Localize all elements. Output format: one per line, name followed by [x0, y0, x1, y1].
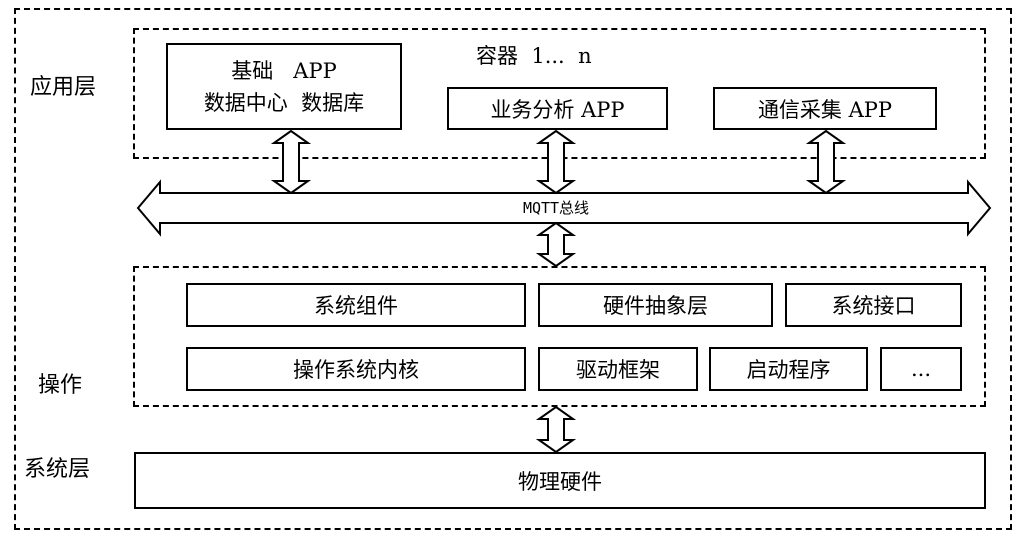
driver-framework-box: 驱动框架 — [538, 347, 698, 391]
base-data-line1: 基础 APP — [231, 58, 337, 83]
physical-hardware-box: 物理硬件 — [134, 452, 986, 509]
boot-program-box: 启动程序 — [709, 347, 868, 391]
arrow-os-to-hardware — [535, 405, 577, 454]
business-analysis-app-box: 业务分析 APP — [447, 87, 668, 130]
base-data-line2: 数据中心 数据库 — [203, 90, 365, 115]
arrow-bus-to-os — [535, 221, 577, 268]
base-data-box: 基础 APP 数据中心 数据库 — [166, 43, 402, 130]
kernel-box: 操作系统内核 — [186, 347, 526, 391]
os-container — [133, 266, 986, 407]
arrow-analysis-to-bus — [535, 129, 577, 195]
container-title: 容器 1... n — [476, 44, 592, 68]
mqtt-bus-label: MQTT总线 — [522, 199, 590, 217]
os-layer-label-line1: 操作 — [38, 373, 83, 398]
hal-box: 硬件抽象层 — [538, 283, 773, 327]
more-box: ... — [880, 347, 962, 391]
system-component-box: 系统组件 — [186, 283, 526, 327]
app-layer-label: 应用层 — [30, 75, 97, 100]
arrow-base-to-bus — [270, 129, 312, 195]
os-layer-label-line2: 系统层 — [24, 457, 91, 482]
mqtt-bus-arrow — [136, 179, 992, 237]
outer-boundary — [14, 8, 1012, 530]
system-interface-box: 系统接口 — [785, 283, 962, 327]
arrow-comm-to-bus — [805, 129, 847, 195]
comm-collect-app-box: 通信采集 APP — [713, 87, 937, 130]
os-layer-label: 操作 系统层 — [24, 316, 90, 512]
